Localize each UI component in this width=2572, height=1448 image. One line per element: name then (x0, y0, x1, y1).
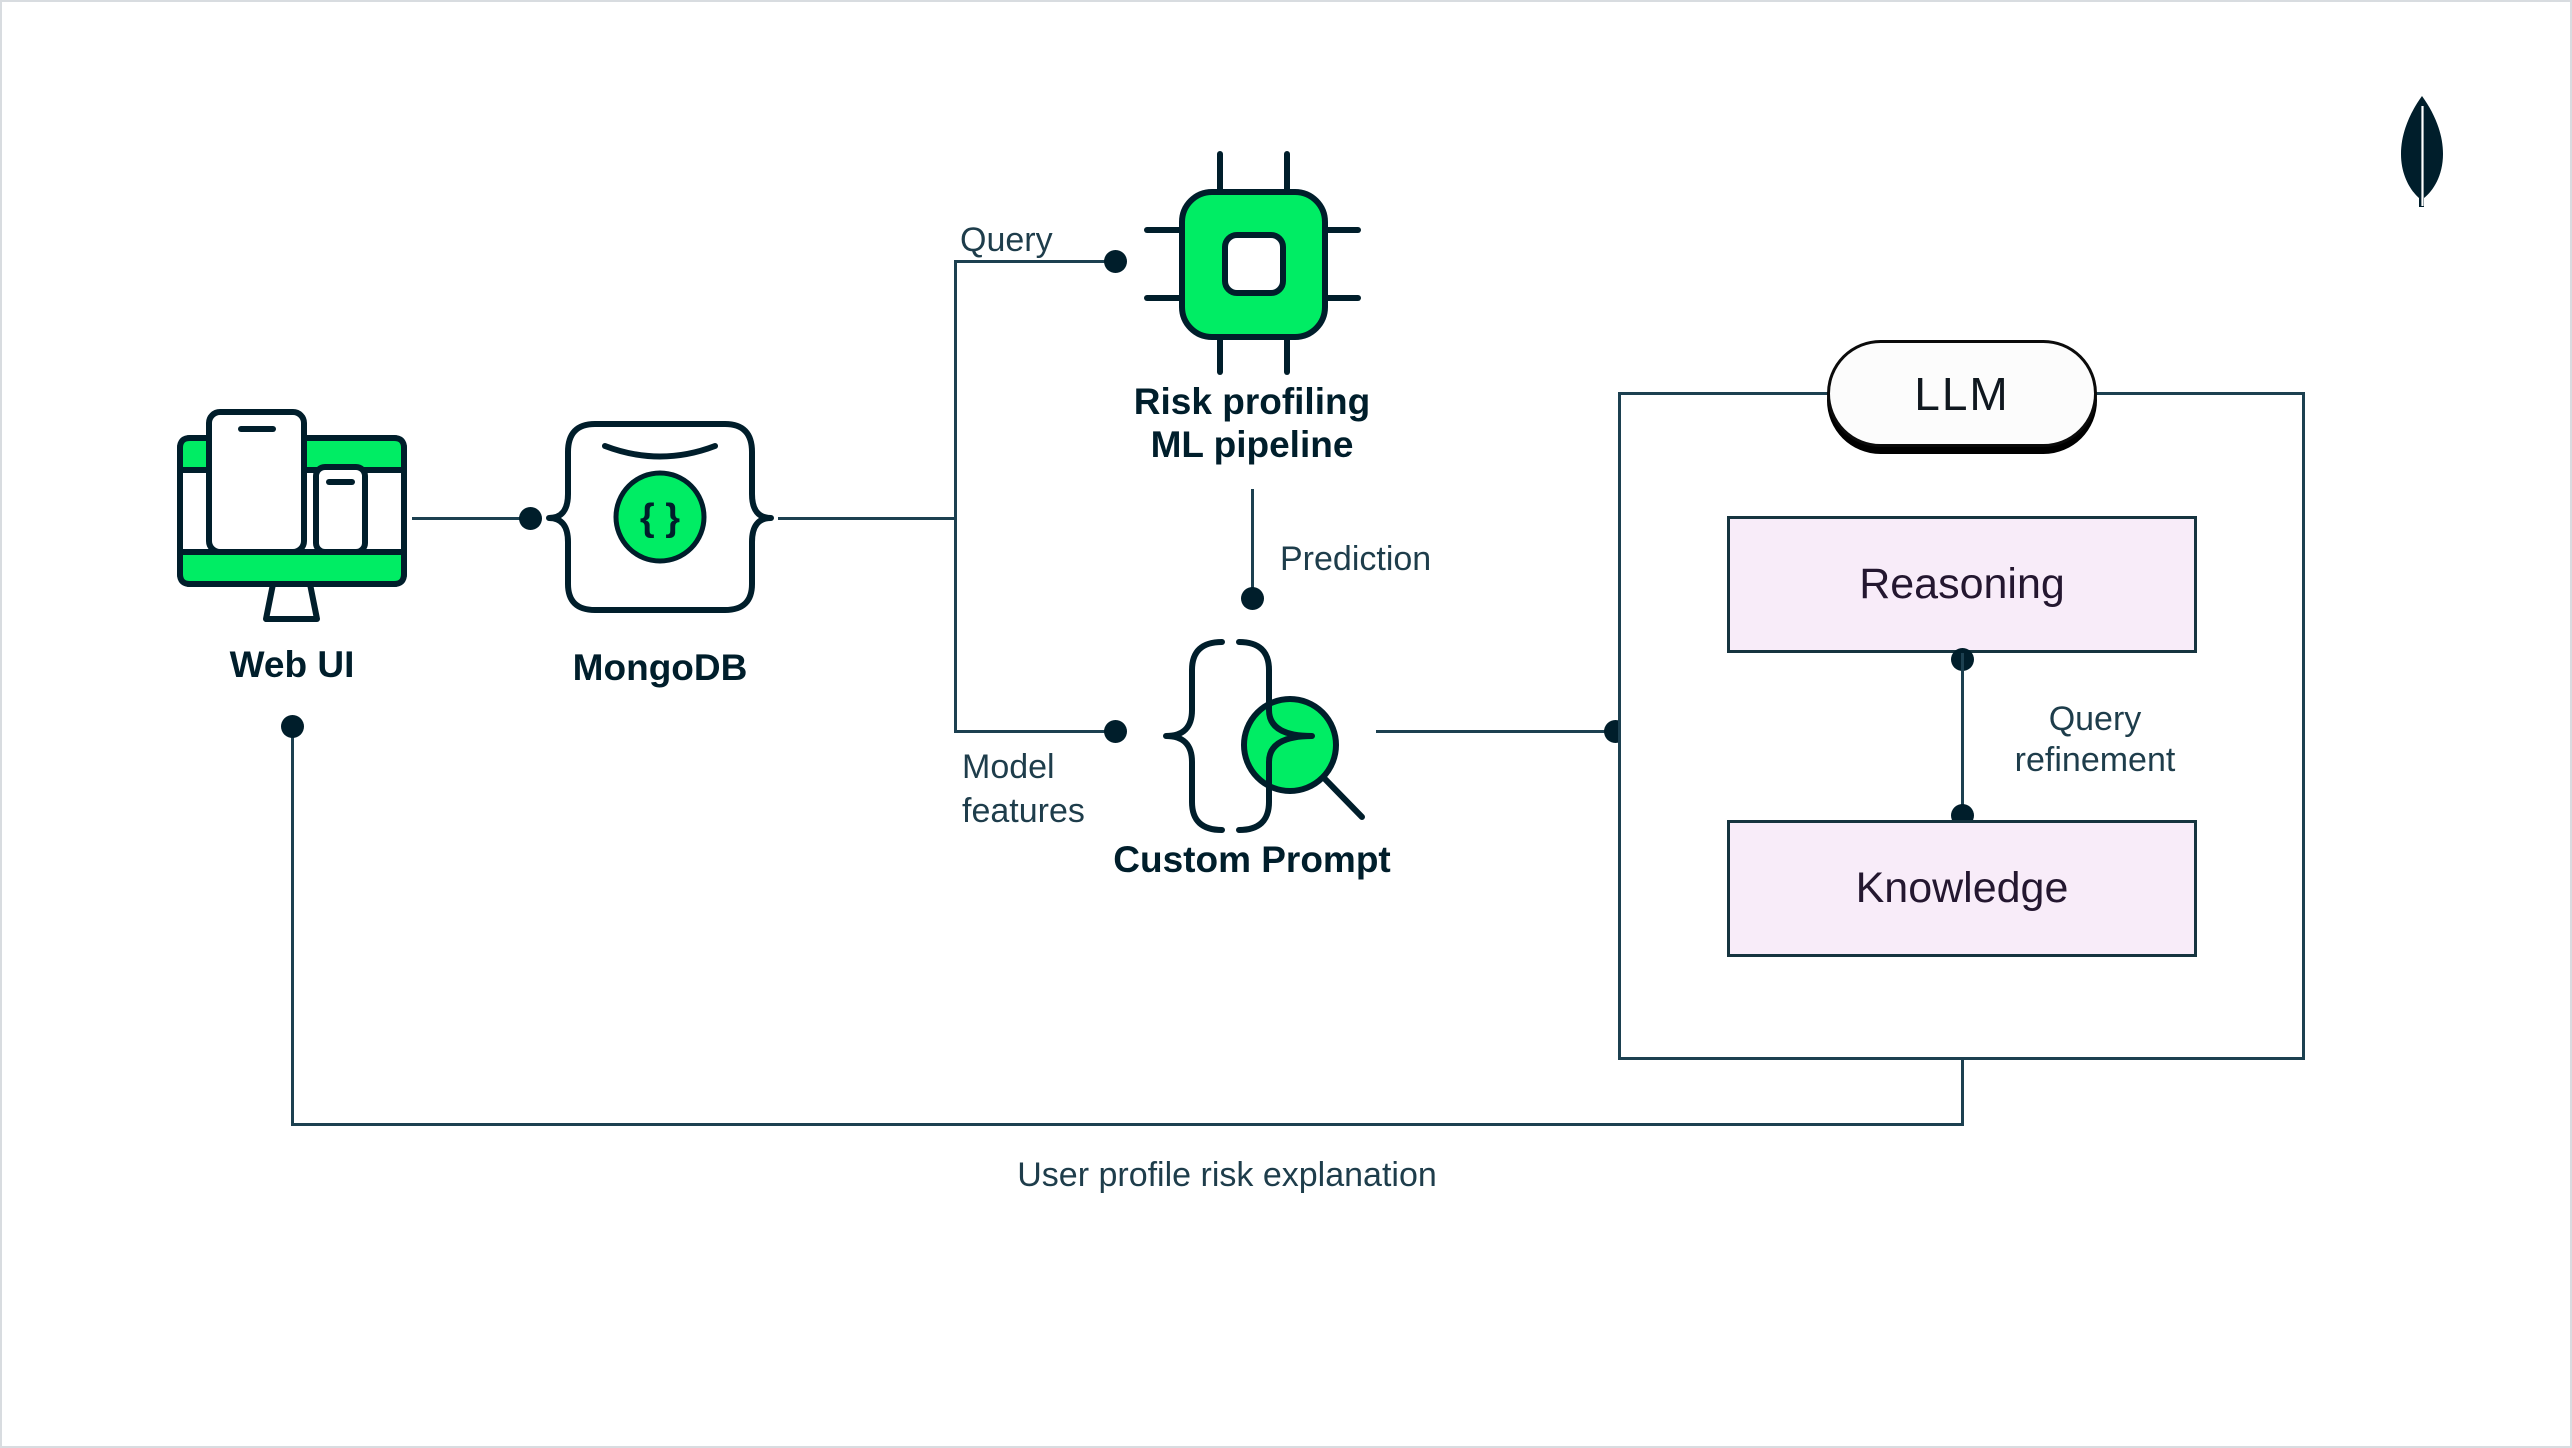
branch-vertical-line (954, 260, 957, 733)
model-features-line2: features (962, 792, 1085, 830)
feedback-line-up (291, 732, 294, 1126)
connector-prediction (1251, 489, 1254, 592)
query-label: Query (960, 221, 1053, 259)
connector-dot (519, 507, 542, 530)
connector-dot (1104, 720, 1127, 743)
query-refinement-label: Query refinement (2015, 699, 2176, 781)
connector-dot (1241, 587, 1264, 610)
knowledge-box: Knowledge (1727, 820, 2197, 957)
mongodb-braces-glyph: { } (640, 497, 680, 539)
connector-dot (281, 715, 304, 738)
knowledge-label: Knowledge (1855, 864, 2069, 912)
connector-query (954, 260, 1109, 263)
connector-webui-mongodb (412, 517, 530, 520)
query-refinement-line1: Query (2048, 700, 2142, 738)
custom-prompt-label: Custom Prompt (1113, 839, 1391, 880)
mongodb-icon: { } (546, 421, 774, 613)
model-features-line1: Model (962, 748, 1055, 786)
connector-refinement (1961, 653, 1964, 820)
feedback-line-drop (1961, 1058, 1964, 1126)
connector-prompt-llm (1376, 730, 1616, 733)
reasoning-label: Reasoning (1859, 560, 2065, 608)
custom-prompt-icon (1163, 639, 1365, 833)
feedback-line-bottom (291, 1123, 1964, 1126)
prediction-label: Prediction (1280, 540, 1432, 578)
web-ui-icon (177, 409, 407, 622)
mongodb-label: MongoDB (572, 647, 748, 688)
llm-label: LLM (1914, 367, 2010, 420)
reasoning-box: Reasoning (1727, 516, 2197, 653)
llm-pill: LLM (1827, 340, 2097, 447)
model-features-label: Model features (962, 745, 1085, 833)
feedback-label: User profile risk explanation (1017, 1156, 1437, 1194)
query-refinement-line2: refinement (2014, 741, 2176, 779)
ml-pipeline-label: Risk profiling ML pipeline (1134, 380, 1370, 466)
connector-dot (1104, 250, 1127, 273)
web-ui-label: Web UI (229, 644, 355, 685)
mongodb-leaf-logo (2401, 96, 2443, 207)
connector-mongodb-branch (778, 517, 956, 520)
ml-pipeline-chip-icon (1144, 151, 1361, 375)
connector-model-features (954, 730, 1109, 733)
ml-pipeline-label-line1: Risk profiling (1133, 381, 1371, 422)
ml-pipeline-label-line2: ML pipeline (1150, 424, 1354, 465)
